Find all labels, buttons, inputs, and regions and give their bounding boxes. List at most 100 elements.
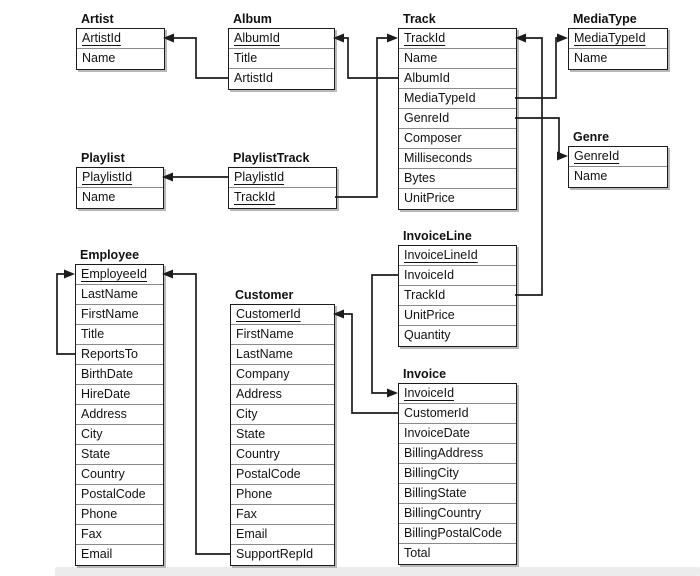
field-artist-name: Name (77, 49, 164, 69)
table-title-playlisttrack: PlaylistTrack (233, 151, 310, 165)
field-label: InvoiceLineId (404, 248, 478, 262)
field-label: Fax (236, 507, 257, 521)
field-track-albumid: AlbumId (399, 69, 516, 89)
field-label: TrackId (404, 31, 446, 45)
table-title-customer: Customer (235, 288, 294, 302)
field-label: BillingState (404, 486, 467, 500)
field-label: Title (81, 327, 105, 341)
field-track-genreid: GenreId (399, 109, 516, 129)
field-label: EmployeeId (81, 267, 148, 281)
field-employee-hiredate: HireDate (76, 385, 163, 405)
field-track-composer: Composer (399, 129, 516, 149)
field-label: State (81, 447, 111, 461)
table-title-artist: Artist (81, 12, 114, 26)
field-label: Name (82, 190, 116, 204)
field-track-milliseconds: Milliseconds (399, 149, 516, 169)
field-label: LastName (81, 287, 138, 301)
field-label: Address (236, 387, 282, 401)
field-label: Name (574, 51, 608, 65)
field-label: Milliseconds (404, 151, 473, 165)
field-label: Phone (236, 487, 273, 501)
table-title-album: Album (233, 12, 272, 26)
table-title-track: Track (403, 12, 436, 26)
field-label: Email (81, 547, 113, 561)
field-label: InvoiceDate (404, 426, 471, 440)
field-employee-lastname: LastName (76, 285, 163, 305)
relationship-line-invoice.customerid-to-customer.customerid (344, 313, 398, 414)
field-label: CustomerId (236, 307, 301, 321)
field-label: BillingAddress (404, 446, 484, 460)
field-label: AlbumId (234, 31, 280, 45)
field-customer-fax: Fax (231, 505, 334, 525)
field-label: Composer (404, 131, 462, 145)
field-playlist-playlistid: PlaylistId (77, 168, 163, 188)
field-track-mediatypeid: MediaTypeId (399, 89, 516, 109)
field-label: State (236, 427, 266, 441)
field-label: Phone (81, 507, 118, 521)
field-employee-country: Country (76, 465, 163, 485)
field-customer-supportrepid: SupportRepId (231, 545, 334, 565)
field-label: Fax (81, 527, 102, 541)
field-track-name: Name (399, 49, 516, 69)
field-label: AlbumId (404, 71, 450, 85)
field-label: Country (236, 447, 280, 461)
field-track-unitprice: UnitPrice (399, 189, 516, 209)
field-invoice-billingstate: BillingState (399, 484, 516, 504)
field-invoice-invoicedate: InvoiceDate (399, 424, 516, 444)
relationship-line-track.mediatypeid-to-mediatype.mediatypeid (515, 37, 557, 99)
relationship-line-track.albumid-to-album.albumid (344, 37, 398, 79)
relationship-line-track.genreid-to-genre.genreid (515, 117, 560, 157)
field-customer-customerid: CustomerId (231, 305, 334, 325)
field-invoice-total: Total (399, 544, 516, 564)
relationship-line-customer.supportrepid-to-employee.employeeid (173, 273, 230, 555)
arrowhead-icon (557, 151, 568, 161)
field-employee-reportsto: ReportsTo (76, 345, 163, 365)
field-label: PlaylistId (82, 170, 133, 184)
field-label: Bytes (404, 171, 436, 185)
field-employee-employeeid: EmployeeId (76, 265, 163, 285)
field-customer-city: City (231, 405, 334, 425)
field-employee-postalcode: PostalCode (76, 485, 163, 505)
field-label: BillingCity (404, 466, 459, 480)
field-label: Address (81, 407, 127, 421)
field-label: FirstName (236, 327, 294, 341)
field-invoice-invoiceid: InvoiceId (399, 384, 516, 404)
arrowhead-icon (557, 33, 568, 43)
table-title-invoice: Invoice (403, 367, 447, 381)
relationship-line-employee.reportsto-to-employee.employeeid (56, 273, 75, 355)
field-label: BillingPostalCode (404, 526, 502, 540)
table-title-invoiceline: InvoiceLine (403, 229, 472, 243)
field-label: ReportsTo (81, 347, 138, 361)
field-label: PlaylistId (234, 170, 285, 184)
field-invoiceline-unitprice: UnitPrice (399, 306, 516, 326)
field-label: SupportRepId (236, 547, 314, 561)
relationship-line-invoiceline.trackid-to-track.trackid (515, 37, 543, 296)
field-invoiceline-invoicelineid: InvoiceLineId (399, 246, 516, 266)
field-label: Country (81, 467, 125, 481)
field-label: HireDate (81, 387, 131, 401)
field-track-trackid: TrackId (399, 29, 516, 49)
field-label: InvoiceId (404, 386, 455, 400)
field-customer-firstname: FirstName (231, 325, 334, 345)
field-label: City (81, 427, 103, 441)
field-album-title: Title (229, 49, 334, 69)
field-employee-firstname: FirstName (76, 305, 163, 325)
field-playlisttrack-playlistid: PlaylistId (229, 168, 336, 188)
field-label: FirstName (81, 307, 139, 321)
field-employee-birthdate: BirthDate (76, 365, 163, 385)
field-invoice-billingpostalcode: BillingPostalCode (399, 524, 516, 544)
field-label: UnitPrice (404, 191, 455, 205)
field-invoice-customerid: CustomerId (399, 404, 516, 424)
field-label: UnitPrice (404, 308, 455, 322)
field-label: Company (236, 367, 290, 381)
table-title-genre: Genre (573, 130, 610, 144)
